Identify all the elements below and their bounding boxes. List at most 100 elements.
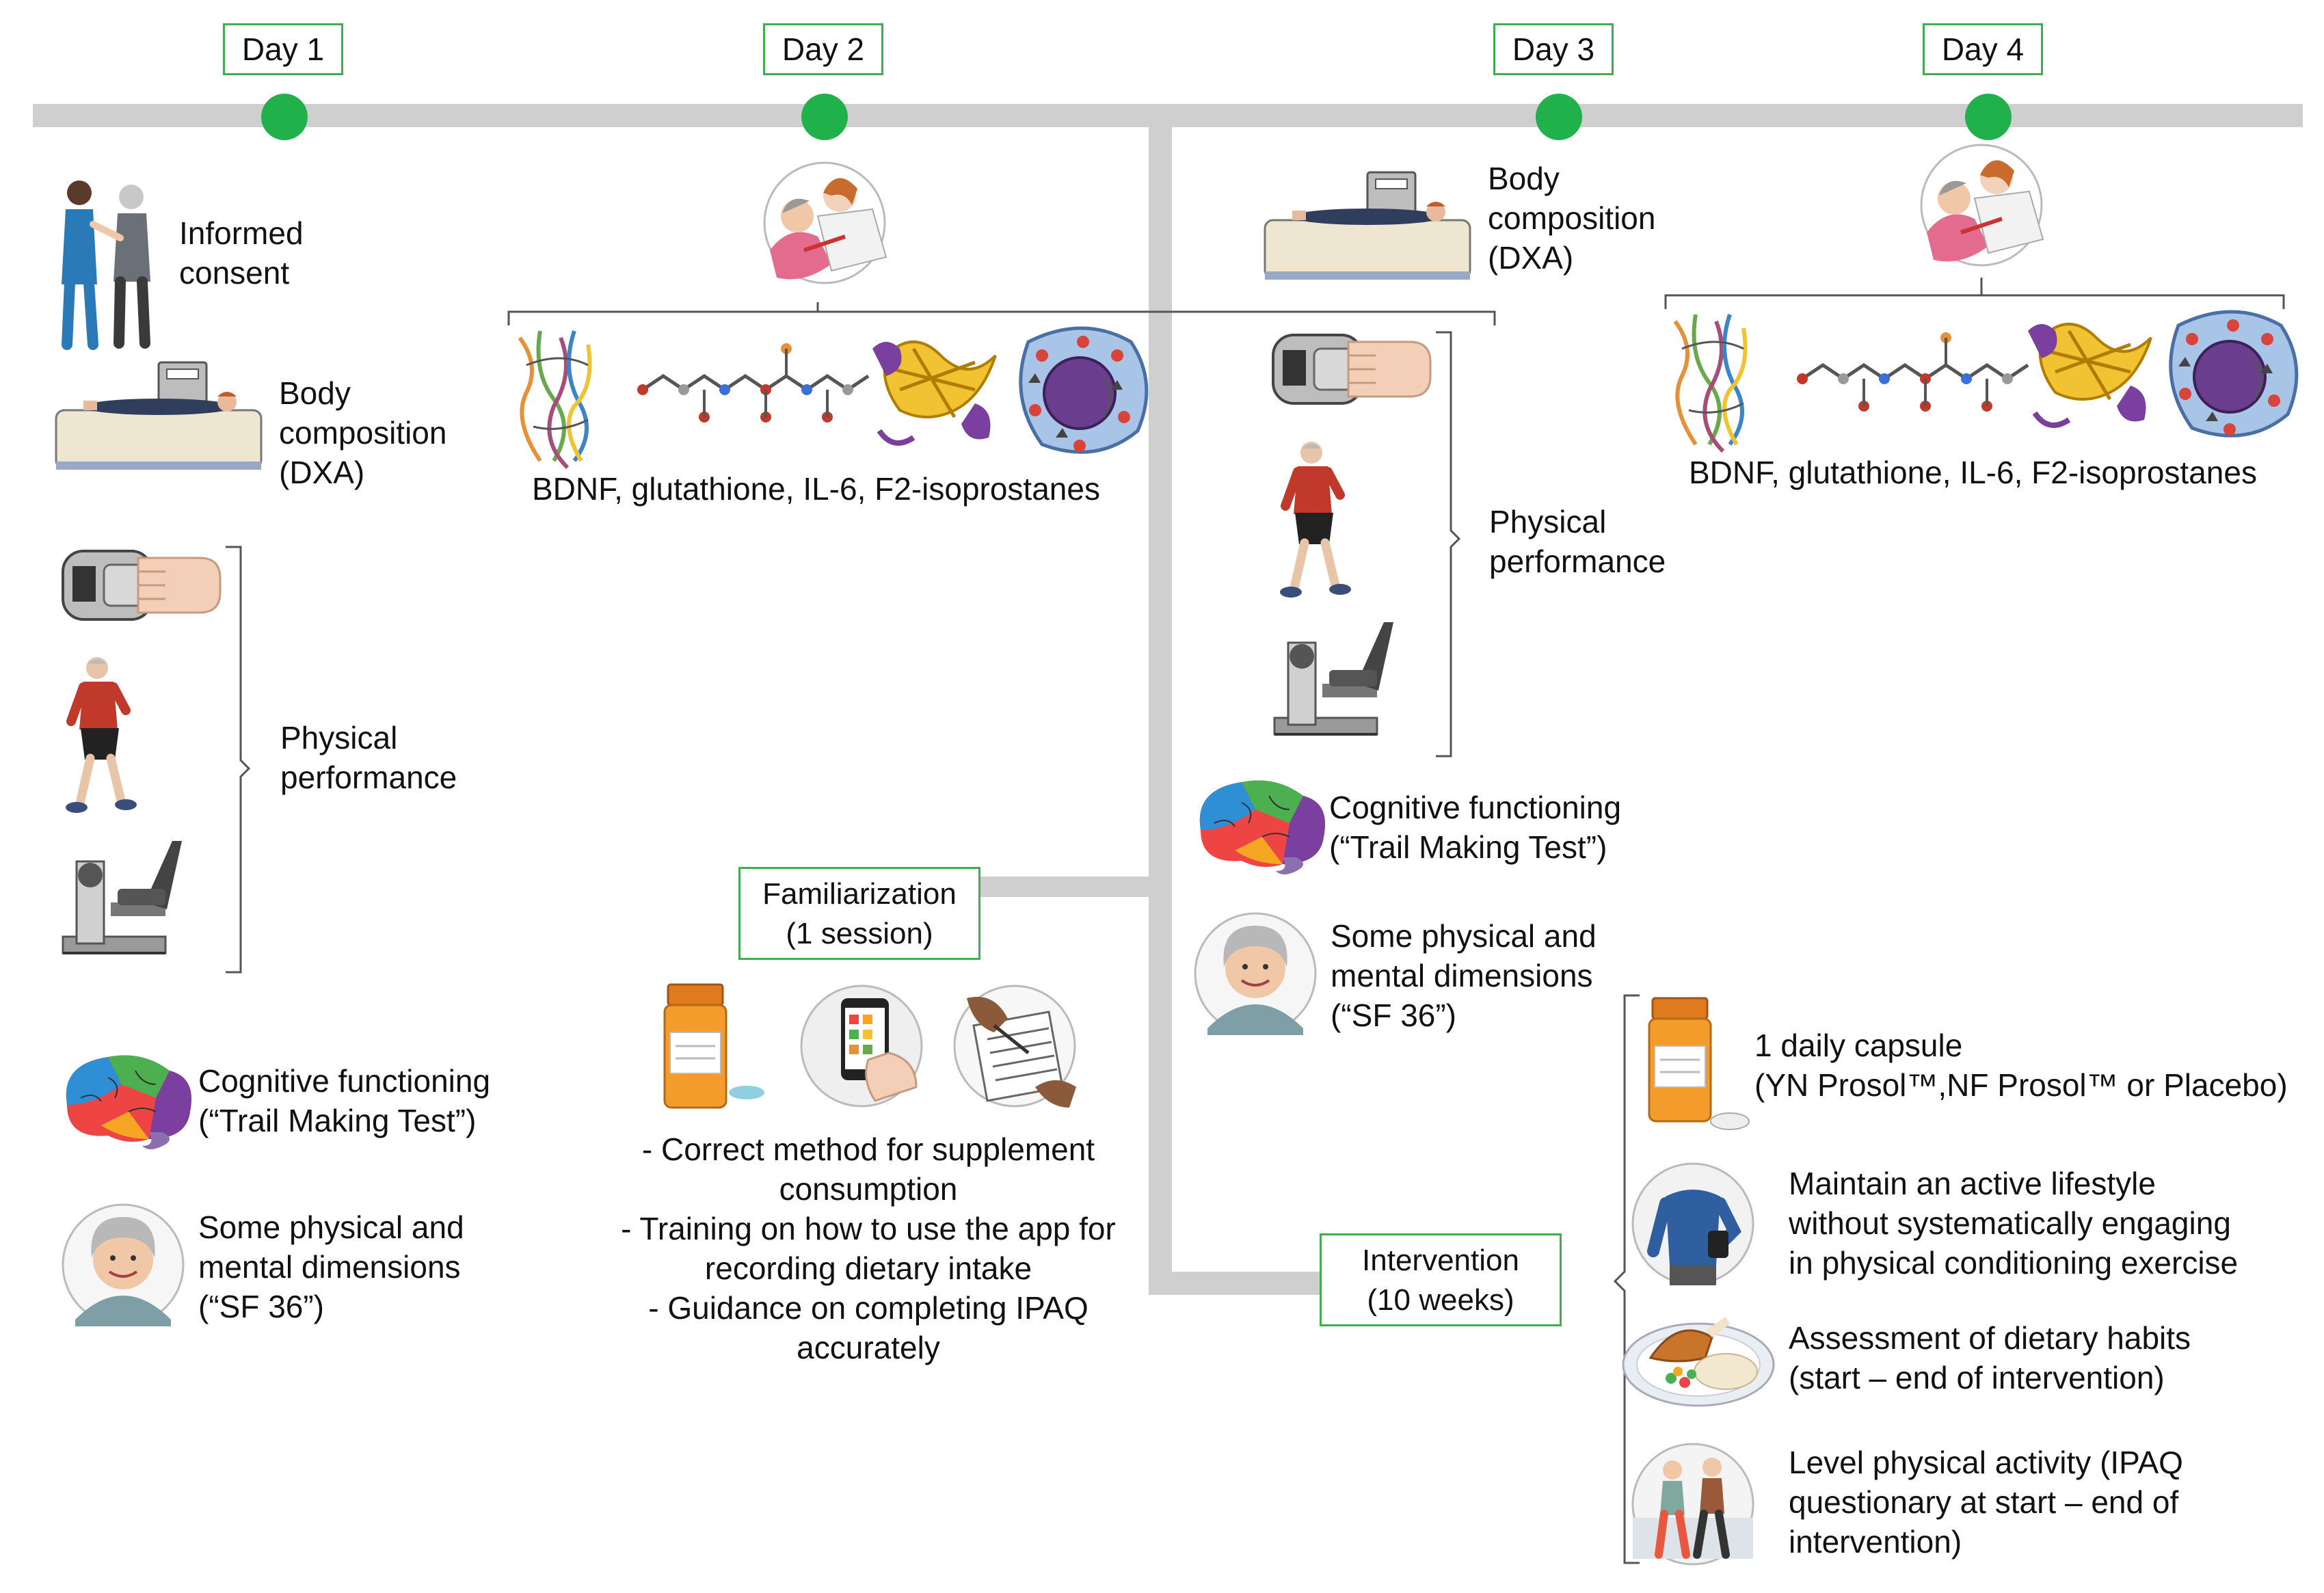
il6-protein-icon	[872, 342, 996, 443]
brain-icon	[1199, 779, 1326, 875]
cell-icon	[2171, 312, 2297, 436]
day2-biomarker-bracket	[507, 302, 1496, 325]
informed-consent-line-2: consent	[179, 255, 290, 291]
familiarization-notes: - Correct method for supplement consumpt…	[595, 1129, 1142, 1367]
day1-physical-performance-line-2: performance	[280, 760, 457, 795]
informed-consent-label: Informed consent	[179, 213, 304, 293]
day3-body-composition-line-2: composition	[1488, 200, 1656, 236]
activity-line-2: questionary at start – end of	[1789, 1484, 2179, 1520]
leg-press-machine-icon	[1273, 621, 1395, 736]
day-2-label: Day 2	[763, 23, 883, 75]
familiarization-note-3: - Guidance on completing IPAQ	[648, 1290, 1088, 1326]
day1-sf36-label: Some physical and mental dimensions (“SF…	[198, 1207, 464, 1326]
elderly-woman-icon	[1194, 912, 1317, 1036]
day3-physical-performance-line-1: Physical	[1489, 504, 1607, 539]
day2-biomarkers-label: BDNF, glutathione, IL-6, F2-isoprostanes	[532, 471, 1100, 507]
activity-label: Level physical activity (IPAQ questionar…	[1789, 1443, 2183, 1562]
glutathione-molecule-icon	[1797, 332, 2028, 412]
day3-physical-performance-line-2: performance	[1489, 544, 1666, 579]
intervention-title: Intervention	[1362, 1244, 1519, 1277]
diet-line-1: Assessment of dietary habits	[1789, 1320, 2191, 1356]
walking-couple-icon	[1633, 1444, 1753, 1564]
day3-sf36-line-2: mental dimensions	[1331, 958, 1593, 993]
day-4-label: Day 4	[1923, 23, 2043, 75]
activity-line-3: intervention)	[1789, 1524, 1962, 1559]
day3-cognitive-label: Cognitive functioning (“Trail Making Tes…	[1329, 788, 1621, 867]
capsule-icon	[1710, 1112, 1750, 1130]
intervention-box: Intervention (10 weeks)	[1320, 1233, 1562, 1326]
day3-sf36-label: Some physical and mental dimensions (“SF…	[1331, 916, 1597, 1035]
informed-consent-line-1: Informed	[179, 215, 304, 251]
writing-form-icon	[954, 986, 1076, 1108]
familiarization-note-2: - Training on how to use the app for	[621, 1211, 1116, 1246]
day3-physical-performance-label: Physical performance	[1489, 502, 1666, 581]
handgrip-dynamometer-icon	[1272, 334, 1432, 405]
lifestyle-label: Maintain an active lifestyle without sys…	[1789, 1164, 2238, 1283]
day-1-label: Day 1	[223, 23, 343, 75]
brain-icon	[65, 1054, 192, 1150]
familiarization-box: Familiarization (1 session)	[738, 867, 980, 960]
walking-man-icon	[1280, 442, 1351, 598]
day1-body-composition-line-2: composition	[279, 415, 447, 451]
capsule-line-2: (YN Prosol™,NF Prosol™ or Placebo)	[1754, 1067, 2288, 1103]
day3-body-composition-line-1: Body	[1488, 161, 1560, 196]
pill-bottle-icon	[663, 983, 727, 1109]
smartwatch-runner-icon	[1633, 1164, 1753, 1285]
activity-line-1: Level physical activity (IPAQ	[1789, 1445, 2183, 1480]
day3-body-composition-label: Body composition (DXA)	[1488, 159, 1655, 278]
lifestyle-line-1: Maintain an active lifestyle	[1789, 1166, 2156, 1201]
familiarization-note-3-cont: accurately	[797, 1330, 940, 1365]
day1-cognitive-label: Cognitive functioning (“Trail Making Tes…	[198, 1061, 490, 1140]
day1-cognitive-line-1: Cognitive functioning	[198, 1063, 491, 1099]
day1-body-composition-label: Body composition (DXA)	[279, 373, 446, 492]
walking-man-icon	[66, 657, 137, 813]
day-3-label: Day 3	[1493, 23, 1614, 75]
il6-protein-icon	[2028, 324, 2151, 425]
food-plate-icon	[1622, 1315, 1775, 1407]
leg-press-machine-icon	[62, 840, 183, 954]
capsule-icon	[729, 1086, 764, 1099]
day-3-dot	[1536, 94, 1582, 140]
handgrip-dynamometer-icon	[62, 550, 222, 621]
day3-body-composition-line-3: (DXA)	[1488, 240, 1574, 276]
day1-sf36-line-1: Some physical and	[198, 1209, 464, 1245]
day-1-dot	[261, 94, 308, 140]
day1-cognitive-line-2: (“Trail Making Test”)	[198, 1103, 477, 1138]
day1-performance-bracket	[226, 546, 251, 974]
bdnf-protein-icon	[1675, 314, 1746, 451]
familiarization-note-1-cont: consumption	[779, 1171, 958, 1207]
capsule-line-1: 1 daily capsule	[1754, 1028, 1963, 1063]
lifestyle-line-3: in physical conditioning exercise	[1789, 1245, 2239, 1281]
bdnf-protein-icon	[520, 331, 590, 468]
cell-icon	[1021, 328, 1147, 452]
day1-physical-performance-label: Physical performance	[280, 718, 457, 797]
day3-performance-bracket	[1436, 331, 1461, 758]
day3-cognitive-line-1: Cognitive functioning	[1329, 790, 1622, 825]
familiarization-subtitle: (1 session)	[786, 917, 933, 950]
glutathione-molecule-icon	[637, 343, 868, 423]
diet-label: Assessment of dietary habits (start – en…	[1789, 1318, 2191, 1397]
day3-sf36-line-1: Some physical and	[1331, 918, 1597, 954]
dxa-scanner-icon	[55, 361, 263, 471]
day1-sf36-line-2: mental dimensions	[198, 1249, 461, 1285]
day4-biomarker-bracket	[1664, 278, 2285, 309]
dxa-scanner-icon	[1264, 171, 1471, 281]
day1-body-composition-line-3: (DXA)	[279, 455, 365, 490]
day-4-dot	[1965, 94, 2012, 140]
familiarization-title: Familiarization	[762, 877, 957, 911]
phone-app-icon	[800, 985, 923, 1108]
nurse-patient-icon	[62, 180, 150, 345]
elderly-woman-icon	[62, 1203, 185, 1328]
day1-body-composition-line-1: Body	[279, 375, 351, 411]
familiarization-note-2-cont: recording dietary intake	[704, 1250, 1032, 1286]
blood-draw-icon	[764, 163, 886, 283]
day3-cognitive-line-2: (“Trail Making Test”)	[1329, 829, 1607, 865]
day4-biomarkers-label: BDNF, glutathione, IL-6, F2-isoprostanes	[1689, 455, 2257, 490]
day-dots	[261, 94, 2012, 140]
blood-draw-icon	[1921, 145, 2043, 265]
pill-bottle-icon	[1648, 997, 1712, 1123]
day-2-dot	[801, 94, 848, 140]
diet-line-2: (start – end of intervention)	[1789, 1360, 2165, 1395]
